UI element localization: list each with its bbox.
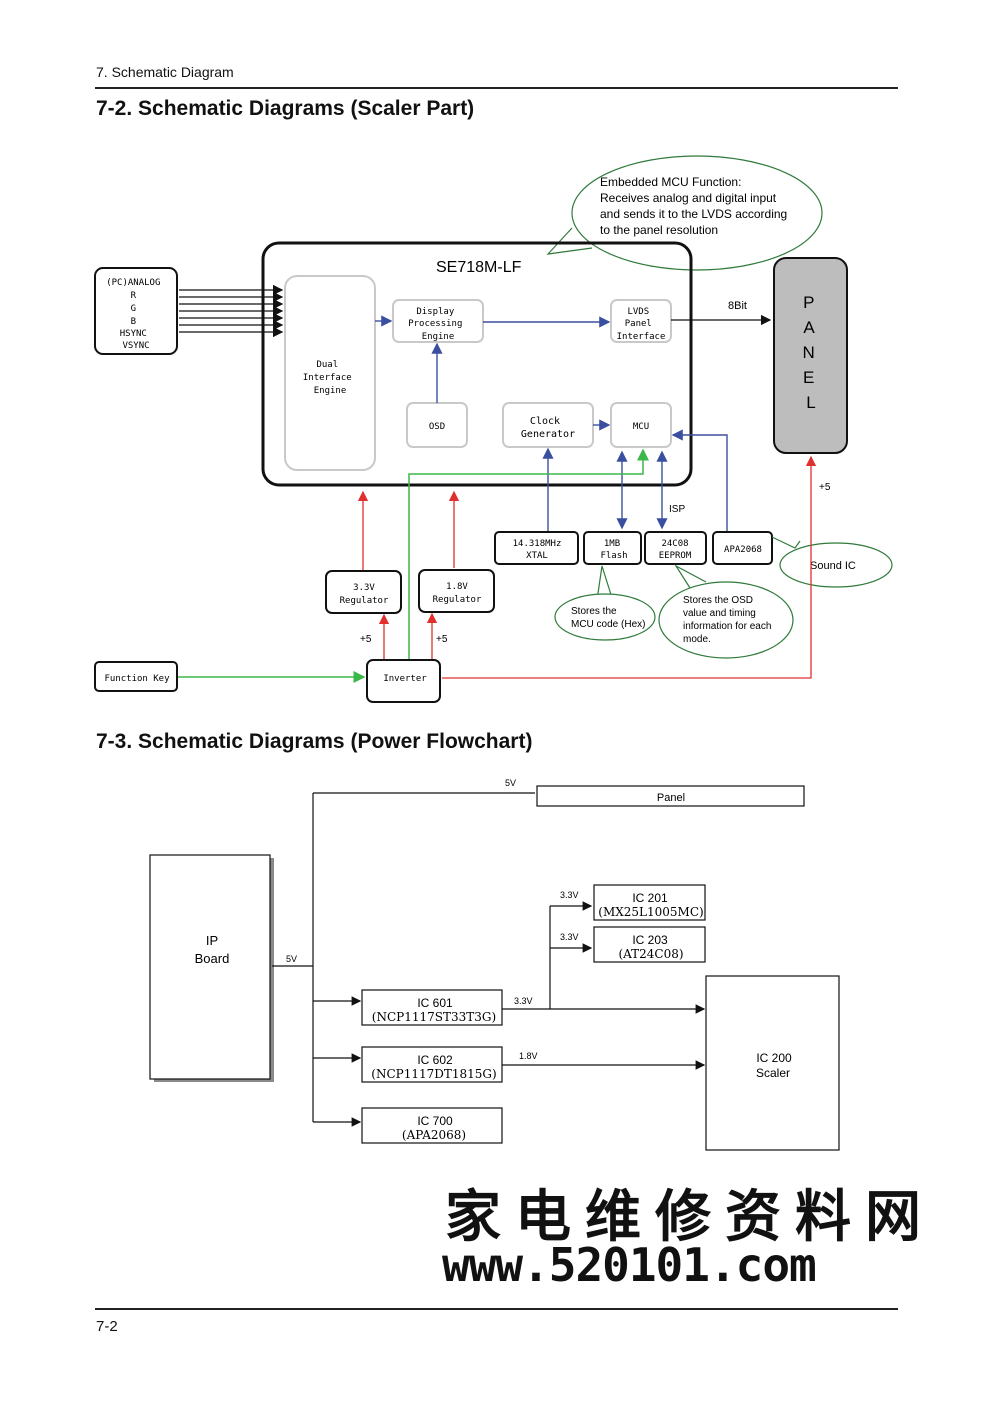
svg-text:Dual Interface Eng: Dual Interface Engine <box>303 360 357 396</box>
v33-label-a: 3.3V <box>560 890 579 900</box>
panel-plus5: +5 <box>819 482 831 493</box>
watermark-url: www.520101.com <box>442 1238 817 1292</box>
svg-text:Display Processing: Display Processing Engine <box>408 307 468 342</box>
svg-text:Panel: Panel <box>657 792 685 804</box>
svg-text:Embedded MCU Function: R: Embedded MCU Function: Receives analog a… <box>600 175 791 237</box>
lvds-panel-interface: LVDS Panel Interface <box>610 299 672 343</box>
power-wiring <box>272 792 706 1127</box>
svg-text:MCU: MCU <box>633 422 649 432</box>
header-rule <box>95 87 898 89</box>
power-heading: 7-3. Schematic Diagrams (Power Flowchart… <box>96 730 533 753</box>
v33-label-c: 3.3V <box>514 996 533 1006</box>
svg-text:IC 201(MX25L1005MC): IC 201(MX25L1005MC) <box>598 891 703 919</box>
svg-text:IC 700(APA2068): IC 700(APA2068) <box>402 1114 466 1142</box>
ic201-box: IC 201(MX25L1005MC) <box>593 884 706 921</box>
v33-label-b: 3.3V <box>560 932 579 942</box>
mcu-block: MCU <box>610 402 672 448</box>
v5-top-label: 5V <box>505 778 516 788</box>
osd-block: OSD <box>406 402 468 448</box>
bit-label: 8Bit <box>728 300 747 312</box>
panel-power-box: Panel <box>536 785 805 807</box>
ic602-box: IC 602(NCP1117DT1815G) <box>361 1046 503 1083</box>
clock-generator: Clock Generator <box>502 402 594 448</box>
apa2068-box: APA2068 <box>712 531 773 565</box>
input-signals-box: (PC)ANALOG R G B HSYNC VSYNC <box>94 267 178 355</box>
dual-interface-engine: Dual Interface Engine <box>284 275 376 471</box>
svg-text:P A N E: P A N E L <box>802 293 819 412</box>
scaler-chip-box <box>261 241 693 487</box>
eeprom-callout: Stores the OSD value and timing informat… <box>658 564 794 659</box>
ic601-box: IC 601(NCP1117ST33T3G) <box>361 989 503 1026</box>
page-number: 7-2 <box>96 1318 118 1335</box>
input-arrows <box>179 284 284 338</box>
plus5-label-a: +5 <box>360 634 372 645</box>
svg-text:LVDS Panel Interfa: LVDS Panel Interface <box>617 307 666 342</box>
control-lines-green <box>178 448 649 683</box>
ic700-box: IC 700(APA2068) <box>361 1107 503 1144</box>
internal-signal-arrows <box>375 315 728 532</box>
scaler-heading: 7-2. Schematic Diagrams (Scaler Part) <box>96 97 475 120</box>
section-header: 7. Schematic Diagram <box>96 64 234 80</box>
plus5-label-b: +5 <box>436 634 448 645</box>
svg-text:Sound IC: Sound IC <box>810 560 856 572</box>
power-arrows-red <box>357 455 817 679</box>
svg-text:Stores the OSD value and: Stores the OSD value and timing informat… <box>683 595 774 645</box>
chip-label: SE718M-LF <box>436 259 522 276</box>
sound-ic-callout: Sound IC <box>771 536 893 588</box>
v18-label: 1.8V <box>519 1051 538 1061</box>
svg-text:OSD: OSD <box>429 422 445 432</box>
svg-text:Function Key: Function Key <box>104 674 170 684</box>
svg-text:(PC)ANALOG R G: (PC)ANALOG R G B HSYNC VSYNC <box>106 278 166 351</box>
footer-rule <box>95 1308 898 1310</box>
svg-text:IC 602(NCP1117DT1815G): IC 602(NCP1117DT1815G) <box>371 1053 496 1081</box>
svg-text:IC 203(AT24C08): IC 203(AT24C08) <box>618 933 683 961</box>
mcu-callout: Embedded MCU Function: Receives analog a… <box>546 155 823 271</box>
panel-block: P A N E L <box>773 257 848 454</box>
svg-text:Inverter: Inverter <box>383 674 427 684</box>
watermark-chinese: 家电维修资料网 <box>445 1184 935 1250</box>
svg-text:APA2068: APA2068 <box>724 545 762 555</box>
display-processing-engine: Display Processing Engine <box>392 299 484 343</box>
isp-label: ISP <box>669 504 685 515</box>
svg-text:IC 601(NCP1117ST33T3G): IC 601(NCP1117ST33T3G) <box>372 996 496 1024</box>
ic203-box: IC 203(AT24C08) <box>593 926 706 963</box>
inverter-box: Inverter <box>366 659 441 703</box>
v5-side-label: 5V <box>286 954 297 964</box>
svg-text:Clock Generator: Clock Generator <box>521 416 575 440</box>
function-key-box: Function Key <box>94 661 178 692</box>
